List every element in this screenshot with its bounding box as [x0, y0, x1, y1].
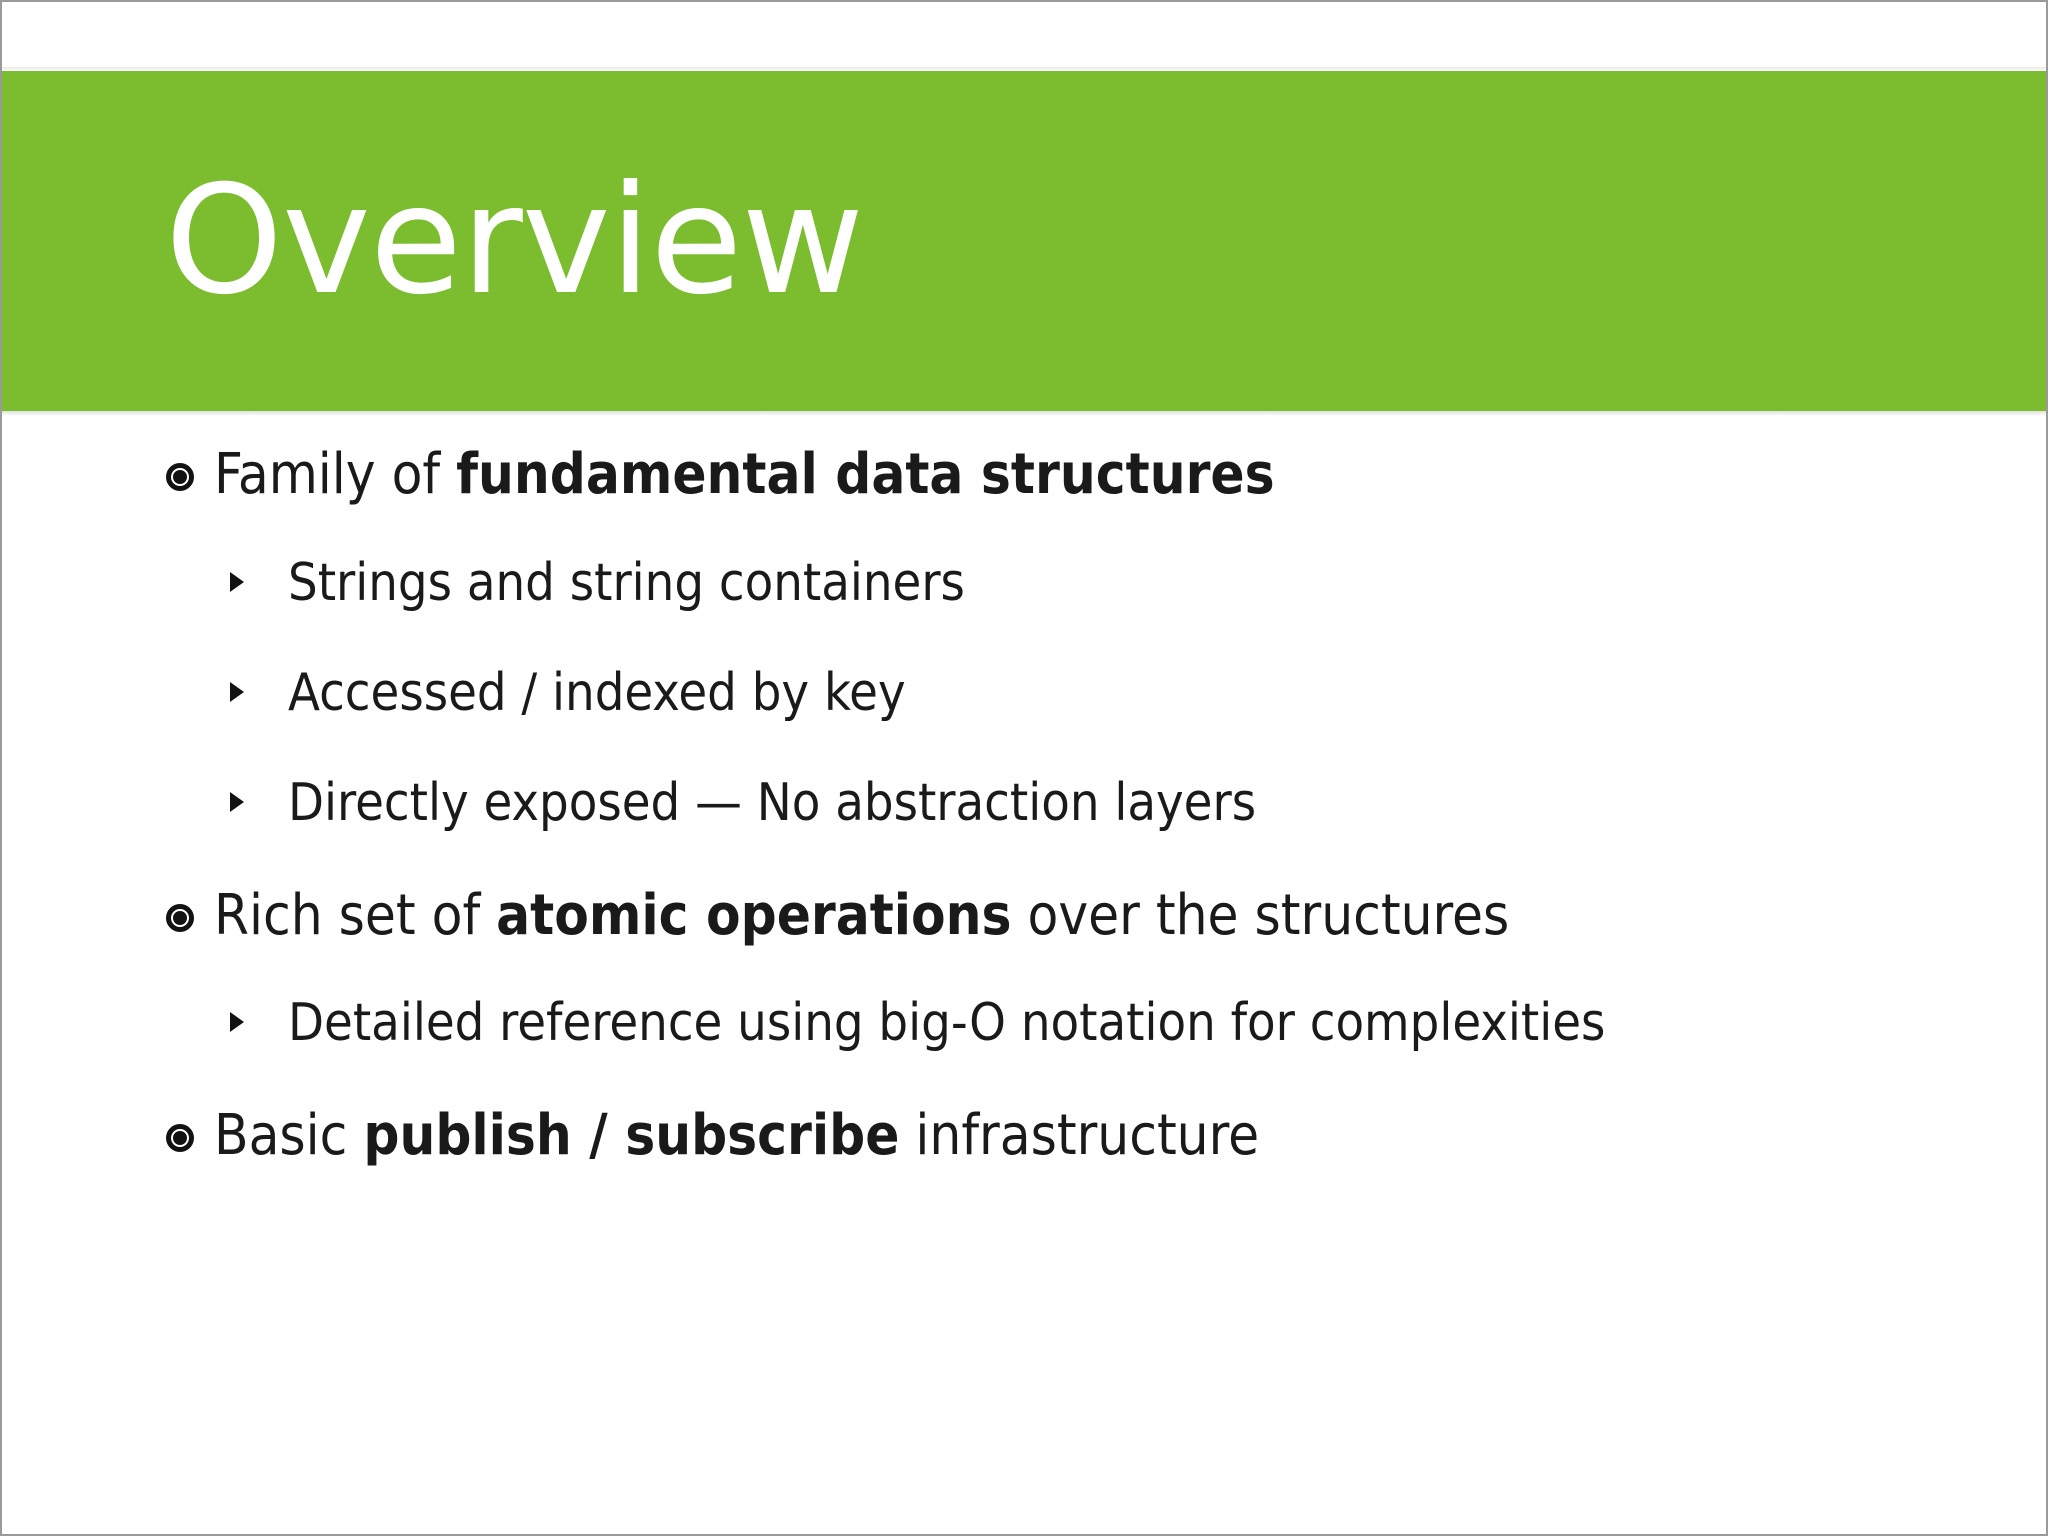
bullet-ring: [166, 463, 194, 491]
bullet-item-level-1: Rich set of atomic operations over the s…: [162, 883, 1509, 948]
bullet-text: Rich set of atomic operations over the s…: [214, 883, 1509, 948]
bullet-dot: [173, 911, 187, 925]
bullet-item-level-2: Directly exposed — No abstraction layers: [230, 773, 1256, 833]
bullet-triangle: [230, 572, 244, 592]
bullet-text: Strings and string containers: [288, 553, 965, 613]
bullet-item-level-1: Basic publish / subscribe infrastructure: [162, 1103, 1259, 1168]
bullet-text-emphasis: fundamental data structures: [456, 442, 1275, 507]
bullet-ring: [166, 1124, 194, 1152]
bullet-text-emphasis: publish / subscribe: [363, 1103, 900, 1168]
slide-title-band: Overview: [2, 67, 2046, 416]
bullet-text: Basic publish / subscribe infrastructure: [214, 1103, 1259, 1168]
bullet-text: Directly exposed — No abstraction layers: [288, 773, 1256, 833]
bullet-triangle: [230, 682, 244, 702]
bullet-text-emphasis: atomic operations: [496, 883, 1012, 948]
slide-title: Overview: [165, 154, 864, 328]
bullet-item-level-2: Accessed / indexed by key: [230, 663, 906, 723]
bullet-item-level-2: Detailed reference using big-O notation …: [230, 993, 1605, 1053]
bullet-text-run: over the structures: [1011, 883, 1510, 948]
bullet-text-run: Rich set of: [214, 883, 497, 948]
bullet-text-run: infrastructure: [899, 1103, 1260, 1168]
bullet-text-run: Detailed reference using big-O notation …: [288, 993, 1606, 1053]
bullet-text-run: Basic: [214, 1103, 364, 1168]
bullet-ring: [166, 904, 194, 932]
bullet-text: Detailed reference using big-O notation …: [288, 993, 1605, 1053]
bullet-text: Family of fundamental data structures: [214, 442, 1275, 507]
bullet-text-run: Directly exposed — No abstraction layers: [288, 773, 1257, 833]
bullet-item-level-1: Family of fundamental data structures: [162, 442, 1275, 507]
bullet-item-level-2: Strings and string containers: [230, 553, 965, 613]
bullet-text-run: Strings and string containers: [288, 553, 965, 613]
bullet-dot: [173, 1131, 187, 1145]
bullet-text-run: Accessed / indexed by key: [288, 663, 906, 723]
bullet-triangle: [230, 792, 244, 812]
bullet-dot: [173, 470, 187, 484]
bullet-text: Accessed / indexed by key: [288, 663, 906, 723]
bullet-text-run: Family of: [214, 442, 457, 507]
bullet-triangle: [230, 1012, 244, 1032]
